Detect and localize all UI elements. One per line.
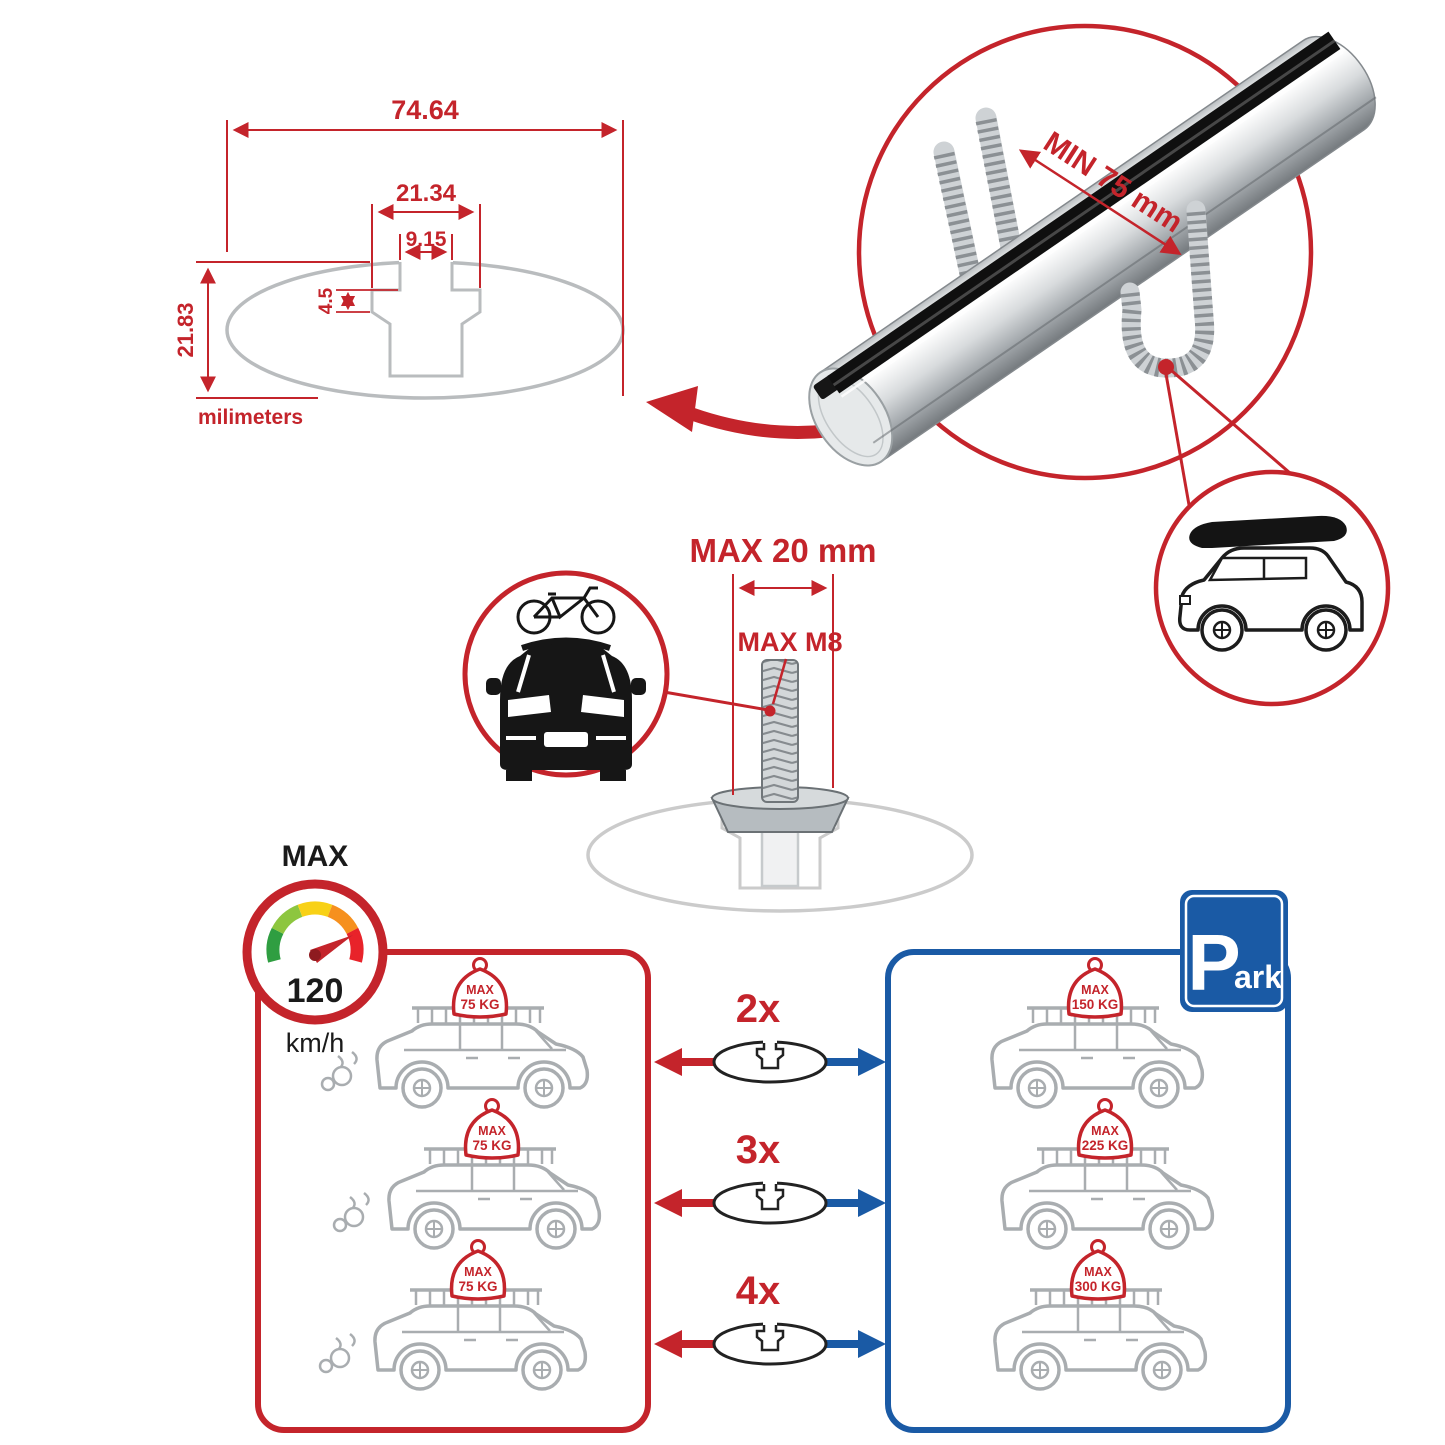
dim-total-height — [196, 261, 370, 399]
dim-slot-width — [399, 234, 453, 260]
dim-bolt-length — [732, 574, 834, 795]
bike-icon — [516, 586, 616, 635]
mirror-right — [631, 678, 646, 695]
bike-car-inset — [462, 570, 670, 781]
park-sign-letter: P — [1187, 918, 1240, 1007]
count-label: 4x — [736, 1269, 781, 1313]
dim-total-width-label: 74.64 — [391, 95, 459, 125]
roof-box-icon — [1189, 515, 1347, 548]
headlight-left — [508, 695, 551, 717]
arrow-left-icon — [654, 1048, 682, 1076]
load-tag: MAX 225 KG — [1076, 1097, 1134, 1160]
load-tag: MAX 75 KG — [451, 956, 509, 1019]
tag-max: MAX — [1084, 1265, 1112, 1279]
load-tag: MAX 150 KG — [1066, 956, 1124, 1019]
headlight-right — [581, 695, 624, 717]
park-sign: P ark — [1180, 890, 1288, 1012]
suv-roofbox-inset — [1153, 469, 1391, 707]
mirror-left — [486, 678, 501, 695]
dim-channel-width — [371, 204, 481, 288]
tag-value: 225 KG — [1082, 1138, 1129, 1153]
cross-section-drawing: 74.64 21.34 9.15 4.5 21.83 milimeters — [173, 95, 625, 429]
tag-max: MAX — [466, 983, 494, 997]
count-label: 3x — [736, 1128, 781, 1172]
callout-dot — [1158, 359, 1174, 375]
gauge-arc — [266, 901, 364, 963]
arrow-right-icon — [858, 1189, 886, 1217]
units-label: milimeters — [198, 406, 303, 429]
crossbar-section-icon — [712, 1318, 828, 1366]
arrow-right-icon — [858, 1048, 886, 1076]
speed-max-heading: MAX — [282, 840, 349, 873]
max-length-label: MAX 20 mm — [689, 532, 876, 569]
max-thread-label: MAX M8 — [737, 627, 842, 657]
threaded-bolt-icon — [761, 659, 799, 803]
tag-value: 75 KG — [460, 997, 499, 1012]
dim-channel-width-label: 21.34 — [396, 180, 457, 207]
crossbar-section-icon — [712, 1036, 828, 1084]
dim-lip-depth-label: 4.5 — [316, 287, 337, 314]
driving-cars: MAX 75 KG MAX 75 KG MAX 75 KG — [318, 956, 602, 1391]
bolt-callout-dot — [764, 705, 776, 717]
load-tag: MAX 75 KG — [463, 1097, 521, 1160]
tag-max: MAX — [464, 1265, 492, 1279]
u-bolt-left-icon — [933, 107, 1023, 303]
tag-max: MAX — [1081, 983, 1109, 997]
arrow-left-icon — [654, 1189, 682, 1217]
dim-lip-depth — [336, 289, 398, 313]
load-tag: MAX 300 KG — [1069, 1238, 1127, 1301]
crossbar-count-row-2: 3x — [654, 1128, 886, 1225]
arrow-left-icon — [654, 1330, 682, 1358]
dim-slot-width-label: 9.15 — [406, 228, 447, 251]
parking-cars: MAX 150 KG MAX 225 KG MAX 300 KG — [990, 956, 1215, 1391]
tag-value: 300 KG — [1075, 1279, 1122, 1294]
tag-value: 75 KG — [472, 1138, 511, 1153]
park-sign-board — [1180, 890, 1288, 1012]
crossbar-count-row-1: 2x — [654, 987, 886, 1084]
crossbar-count-row-3: 4x — [654, 1269, 886, 1366]
arrow-right-icon — [858, 1330, 886, 1358]
tag-value: 75 KG — [458, 1279, 497, 1294]
bolt-detail: MAX 20 mm MAX M8 — [586, 532, 974, 913]
count-label: 2x — [736, 987, 781, 1031]
crossbar-render: MIN 75 mm — [808, 23, 1391, 707]
speed-unit: km/h — [286, 1028, 345, 1058]
tag-max: MAX — [1091, 1124, 1119, 1138]
dim-total-height-label: 21.83 — [173, 302, 198, 357]
dim-total-width — [226, 120, 624, 396]
park-sign-rest: ark — [1234, 959, 1282, 995]
crossbar-section-icon — [712, 1177, 828, 1225]
speed-limit-gauge: MAX 120 km/h — [242, 840, 388, 1058]
load-tag: MAX 75 KG — [449, 1238, 507, 1301]
tag-max: MAX — [478, 1124, 506, 1138]
speed-value: 120 — [287, 972, 344, 1010]
tag-value: 150 KG — [1072, 997, 1119, 1012]
